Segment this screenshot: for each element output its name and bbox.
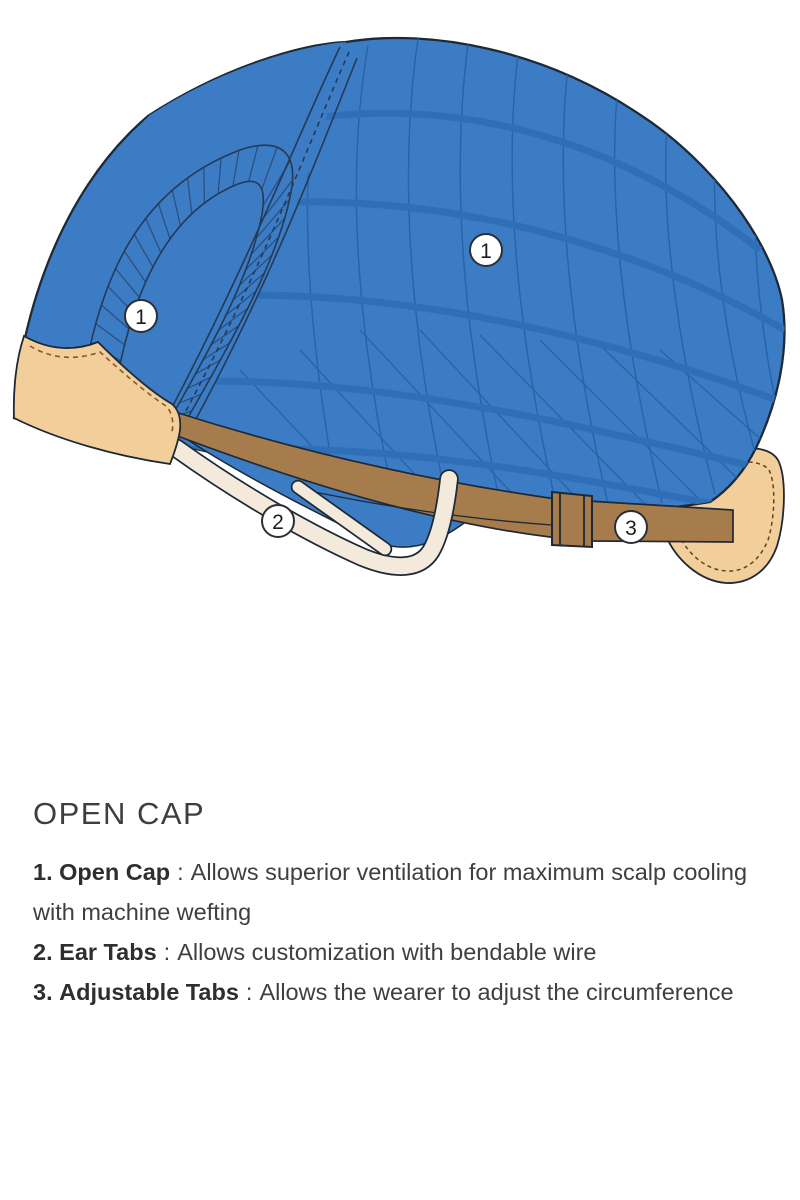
callout-2: 2 bbox=[261, 504, 295, 538]
page-title: OPEN CAP bbox=[33, 796, 206, 831]
cap-description-section: OPEN CAP 1. Open Cap:Allows superior ven… bbox=[33, 796, 763, 1012]
feature-list: 1. Open Cap:Allows superior ventilation … bbox=[33, 852, 763, 1012]
feature-number: 2. bbox=[33, 939, 53, 965]
strap-buckle bbox=[551, 490, 593, 549]
feature-description: Allows customization with bendable wire bbox=[177, 939, 597, 965]
feature-separator: : bbox=[177, 859, 184, 885]
feature-adjustable-tabs: 3. Adjustable Tabs:Allows the wearer to … bbox=[33, 972, 763, 1012]
feature-separator: : bbox=[163, 939, 171, 965]
callout-3-label: 3 bbox=[625, 517, 637, 540]
callout-1-front: 1 bbox=[124, 299, 158, 333]
front-lace-stitch bbox=[29, 345, 174, 433]
callout-1-crown: 1 bbox=[469, 233, 503, 267]
feature-open-cap: 1. Open Cap:Allows superior ventilation … bbox=[33, 852, 763, 932]
callout-3: 3 bbox=[614, 510, 648, 544]
feature-name: Ear Tabs bbox=[59, 939, 157, 965]
front-lace-corner bbox=[12, 334, 182, 465]
front-band-stitch-line bbox=[179, 51, 350, 423]
feature-name: Adjustable Tabs bbox=[59, 979, 239, 1005]
feature-description: Allows superior ventilation for maximum … bbox=[33, 859, 748, 925]
wig-cap-diagram: 1 1 2 3 bbox=[12, 36, 786, 584]
wig-cap-illustration: 1 1 2 3 bbox=[12, 36, 786, 584]
feature-number: 3. bbox=[33, 979, 53, 1005]
right-ear-tab-stitch bbox=[659, 461, 775, 572]
left-ear-tab-wire bbox=[166, 438, 459, 576]
feature-separator: : bbox=[245, 979, 253, 1005]
feature-name: Open Cap bbox=[59, 859, 171, 885]
feature-ear-tabs: 2. Ear Tabs:Allows customization with be… bbox=[33, 932, 763, 972]
callout-1-crown-label: 1 bbox=[480, 240, 492, 263]
feature-number: 1. bbox=[33, 859, 53, 885]
callout-1-front-label: 1 bbox=[135, 306, 147, 329]
front-band-seam bbox=[167, 46, 358, 431]
feature-description: Allows the wearer to adjust the circumfe… bbox=[259, 979, 734, 1005]
callout-2-label: 2 bbox=[272, 511, 284, 534]
arch-weft-rungs bbox=[82, 145, 294, 419]
